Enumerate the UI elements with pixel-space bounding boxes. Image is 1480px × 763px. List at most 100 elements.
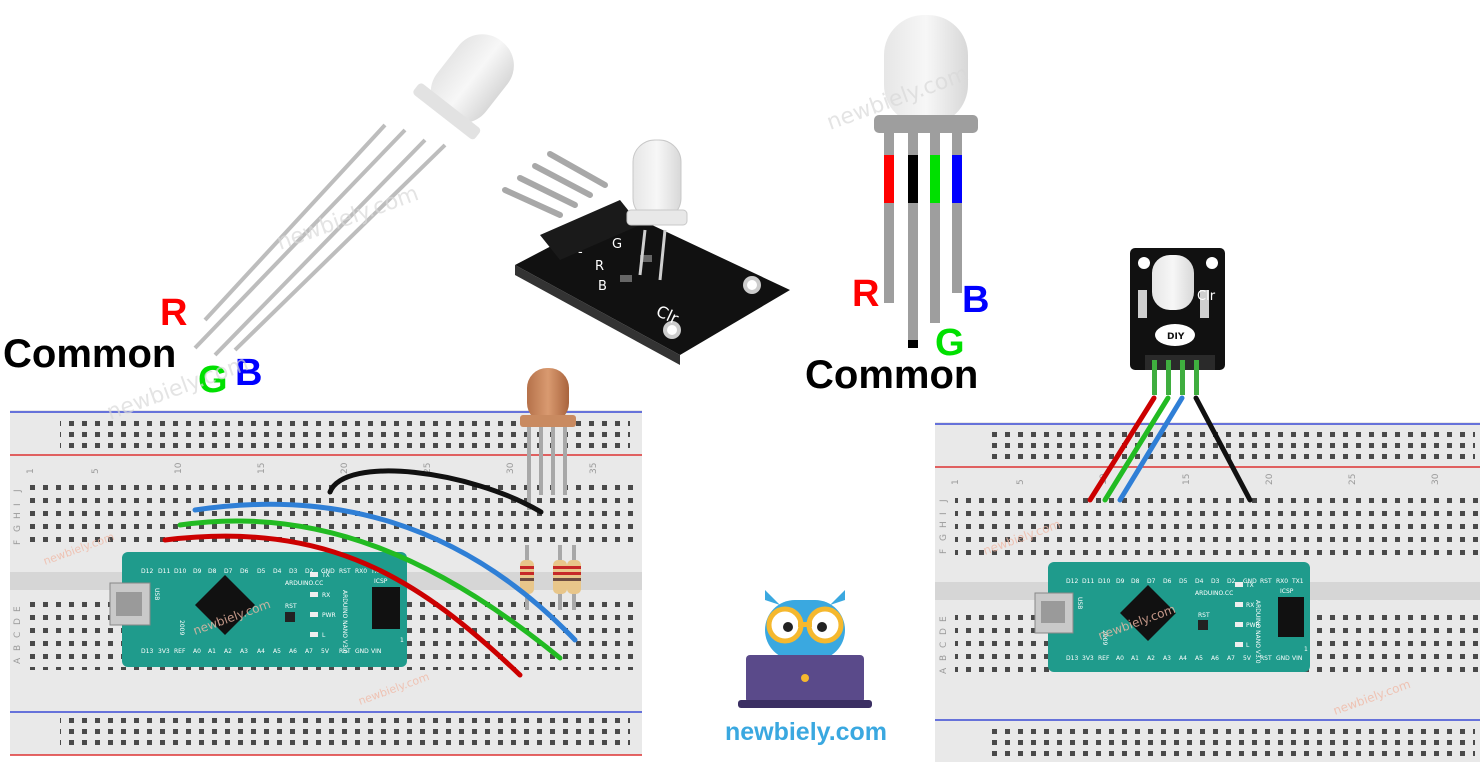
nano-right-bottom-pin-0: D13 bbox=[1066, 655, 1078, 662]
nano-right-bottom-pin-4: A1 bbox=[1131, 655, 1139, 662]
bb-left-row-j: J bbox=[13, 489, 23, 493]
bb-left-row-g: G bbox=[13, 525, 23, 532]
nano-left-top-pin-5: D7 bbox=[224, 568, 233, 575]
bb-right-row-i: I bbox=[939, 512, 949, 515]
nano-right-top-pin-11: GND bbox=[1243, 578, 1257, 585]
photo-module-pin-r: R bbox=[595, 259, 604, 274]
breadboard-left-led bbox=[520, 368, 576, 510]
bb-left-row-a: A bbox=[13, 657, 23, 664]
nano-right-bottom-pin-5: A2 bbox=[1147, 655, 1155, 662]
nano-right-bottom-pin-14: VIN bbox=[1292, 655, 1302, 662]
nano-right-bottom-pin-12: RST bbox=[1260, 655, 1272, 662]
bb-left-col-35: 35 bbox=[589, 463, 599, 474]
nano-right-bottom-pin-11: 5V bbox=[1243, 655, 1252, 662]
nano-right-top-pin-13: RX0 bbox=[1276, 578, 1288, 585]
wire-red-right bbox=[1087, 395, 1157, 503]
nano-right-top-pin-14: TX1 bbox=[1291, 578, 1304, 585]
bb-left-col-15: 15 bbox=[257, 463, 267, 474]
nano-right-top-pin-10: D2 bbox=[1227, 578, 1236, 585]
nano-left-bottom-pin-12: RST bbox=[339, 648, 351, 655]
bb-right-row-h: H bbox=[939, 521, 949, 528]
bb-left-row-c: C bbox=[13, 632, 23, 638]
nano-left-pwr: PWR bbox=[322, 612, 336, 619]
bb-right-col-5: 5 bbox=[1016, 479, 1026, 485]
nano-right-top-pin-2: D10 bbox=[1098, 578, 1110, 585]
nano-right-rst: RST bbox=[1198, 612, 1210, 619]
bb-left-col-20: 20 bbox=[340, 462, 350, 474]
nano-left-bottom-pin-11: 5V bbox=[321, 648, 330, 655]
nano-left-l: L bbox=[322, 632, 326, 639]
nano-right-model: ARDUINO NANO V3.0 bbox=[1254, 600, 1261, 664]
nano-left-year: 2009 bbox=[178, 620, 185, 635]
nano-left-tx: TX bbox=[321, 572, 330, 579]
rgb-led-straight bbox=[874, 15, 978, 348]
label-b-right: B bbox=[962, 279, 989, 321]
nano-left-model: ARDUINO NANO V3.0 bbox=[341, 590, 348, 654]
wire-red-left bbox=[162, 533, 523, 678]
nano-left-rst: RST bbox=[285, 603, 297, 610]
nano-left-bottom-pin-4: A1 bbox=[208, 648, 216, 655]
rgb-led-module-photo: Clr - R G B bbox=[502, 139, 790, 365]
nano-right-top-pin-7: D5 bbox=[1179, 578, 1188, 585]
nano-left-top-pin-8: D4 bbox=[273, 568, 282, 575]
wire-black-right bbox=[1193, 395, 1253, 503]
bb-right-row-e: E bbox=[939, 616, 949, 622]
nano-left-bottom-pin-1: 3V3 bbox=[158, 648, 170, 655]
wire-blue-left bbox=[192, 501, 578, 643]
wire-blue-right bbox=[1117, 395, 1185, 503]
label-common-left: Common bbox=[3, 332, 176, 376]
bb-right-col-25: 25 bbox=[1348, 474, 1358, 485]
resistors-left bbox=[520, 545, 581, 610]
nano-right-bottom-pin-10: A7 bbox=[1227, 655, 1235, 662]
nano-right-top-pin-9: D3 bbox=[1211, 578, 1220, 585]
nano-left-bottom-pin-6: A3 bbox=[240, 648, 248, 655]
nano-left-bottom-pin-2: REF bbox=[174, 648, 186, 655]
nano-right-rx: RX bbox=[1246, 602, 1254, 609]
newbiely-owl-logo bbox=[738, 590, 872, 708]
nano-left-bottom-pin-3: A0 bbox=[193, 648, 201, 655]
bb-right-col-20: 20 bbox=[1265, 473, 1275, 485]
brand-site-text: newbiely.com bbox=[725, 718, 887, 746]
nano-right-year: 2009 bbox=[1101, 630, 1108, 645]
nano-right-top-pin-4: D8 bbox=[1131, 578, 1140, 585]
nano-left-top-pin-7: D5 bbox=[257, 568, 266, 575]
bb-left-row-f: F bbox=[13, 540, 23, 545]
bb-right-row-c: C bbox=[939, 642, 949, 648]
nano-left-top-pin-11: GND bbox=[321, 568, 335, 575]
bb-left-row-e: E bbox=[13, 606, 23, 612]
arduino-nano-right: D12 D11 D10 D9 D8 D7 D6 D5 D4 D3 D2 GND … bbox=[1034, 562, 1310, 672]
nano-left-top-pin-1: D11 bbox=[158, 568, 170, 575]
nano-left-top-pin-12: RST bbox=[339, 568, 351, 575]
nano-right-l: L bbox=[1246, 642, 1250, 649]
nano-left-top-pin-9: D3 bbox=[289, 568, 298, 575]
nano-left-bottom-pin-0: D13 bbox=[141, 648, 153, 655]
bb-right-col-30: 30 bbox=[1431, 473, 1441, 485]
nano-left-bottom-pin-14: VIN bbox=[371, 648, 381, 655]
arduino-nano-left: D12 D11 D10 D9 D8 D7 D6 D5 D4 D3 D2 GND … bbox=[109, 552, 407, 667]
right-module-logo: DIY bbox=[1167, 332, 1185, 342]
nano-right-top-pin-5: D7 bbox=[1147, 578, 1156, 585]
bb-right-row-j: J bbox=[939, 499, 949, 503]
bb-left-row-h: H bbox=[13, 512, 23, 519]
watermark-2: newbiely.com bbox=[274, 181, 423, 255]
nano-right-bottom-pin-9: A6 bbox=[1211, 655, 1219, 662]
photo-module-pin-b: B bbox=[598, 279, 607, 294]
bb-left-col-30: 30 bbox=[506, 462, 516, 474]
nano-right-bottom-pin-7: A4 bbox=[1179, 655, 1187, 662]
nano-right-bottom-pin-8: A5 bbox=[1195, 655, 1203, 662]
nano-right-bottom-pin-1: 3V3 bbox=[1082, 655, 1094, 662]
nano-left-icsp: ICSP bbox=[374, 578, 388, 585]
bb-left-row-i: I bbox=[13, 503, 23, 506]
bb-left-col-25: 25 bbox=[423, 463, 433, 474]
bb-right-row-b: B bbox=[939, 655, 949, 661]
bb-right-row-f: F bbox=[939, 549, 949, 554]
nano-right-top-pin-12: RST bbox=[1260, 578, 1272, 585]
nano-right-bottom-pin-2: REF bbox=[1098, 655, 1110, 662]
nano-left-maker: ARDUINO.CC bbox=[285, 580, 323, 587]
label-r-left: R bbox=[160, 292, 187, 334]
nano-left-top-pin-13: RX0 bbox=[355, 568, 367, 575]
rgb-module-right: DIY Clr bbox=[1130, 248, 1225, 395]
bb-left-col-1: 1 bbox=[26, 468, 36, 474]
nano-left-bottom-pin-8: A5 bbox=[273, 648, 281, 655]
